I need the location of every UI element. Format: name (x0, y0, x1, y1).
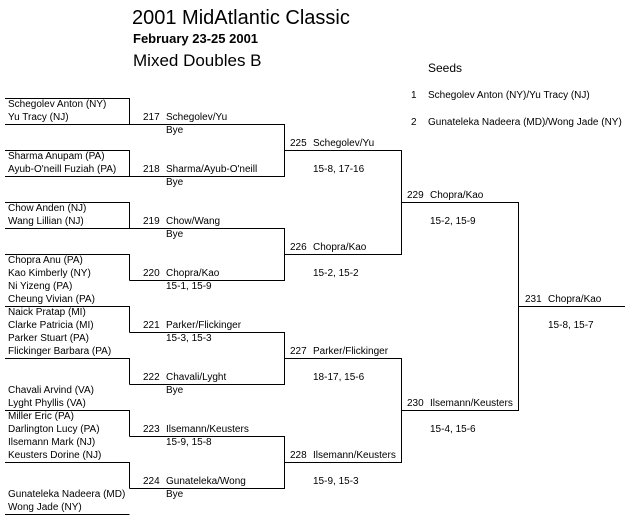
entry-player: Yu Tracy (NJ) (8, 112, 69, 123)
entry-player: Keusters Dorine (NJ) (8, 450, 102, 461)
r3-bracket-229 (401, 150, 519, 255)
event-name: Mixed Doubles B (133, 51, 262, 70)
match-winner: Ilsemann/Keusters (313, 450, 396, 461)
r1-bracket-219 (5, 202, 285, 229)
entry-player: Chopra Anu (PA) (8, 255, 83, 266)
entry-player: Gunateleka Nadeera (MD) (8, 489, 126, 500)
match-score: 15-1, 15-9 (166, 281, 212, 292)
entry-player: Wong Jade (NY) (8, 502, 82, 513)
match-number: 220 (143, 268, 160, 279)
r2-bracket-226 (284, 228, 402, 281)
match-score: Bye (166, 229, 184, 240)
match-winner: Chopra/Kao (166, 268, 220, 279)
match-winner: Chopra/Kao (313, 242, 367, 253)
entry-player: Schegolev Anton (NY) (8, 99, 107, 110)
seed-number: 2 (411, 117, 417, 128)
match-score: 15-8, 15-7 (548, 320, 594, 331)
entry-player: Parker Stuart (PA) (8, 333, 89, 344)
match-winner: Parker/Flickinger (166, 320, 242, 331)
match-number: 219 (143, 216, 160, 227)
match-score: Bye (166, 177, 184, 188)
seed-name: Gunateleka Nadeera (MD)/Wong Jade (NY) (428, 117, 622, 128)
entry-player: Cheung Vivian (PA) (8, 294, 95, 305)
entry-player: Naick Pratap (MI) (8, 307, 86, 318)
match-winner: Chavali/Lyght (166, 372, 227, 383)
match-score: 15-4, 15-6 (430, 424, 476, 435)
match-number: 228 (290, 450, 307, 461)
match-number: 231 (525, 294, 542, 305)
match-winner: Schegolev/Yu (166, 112, 228, 123)
match-number: 227 (290, 346, 307, 357)
match-number: 226 (290, 242, 307, 253)
final-bracket-231 (518, 202, 625, 411)
seeds-heading: Seeds (428, 61, 463, 75)
match-winner: Ilsemann/Keusters (430, 398, 513, 409)
match-number: 217 (143, 112, 160, 123)
entry-player: Flickinger Barbara (PA) (8, 346, 112, 357)
match-score: Bye (166, 385, 184, 396)
match-winner: Schegolev/Yu (313, 138, 375, 149)
entry-player: Chavali Arvind (VA) (8, 385, 94, 396)
match-number: 229 (407, 190, 424, 201)
match-score: 15-9, 15-3 (313, 476, 359, 487)
match-winner: Parker/Flickinger (313, 346, 389, 357)
event-date: February 23-25 2001 (133, 31, 259, 46)
match-winner: Ilsemann/Keusters (166, 424, 249, 435)
r2-bracket-228 (284, 436, 402, 489)
match-score: 15-3, 15-3 (166, 333, 212, 344)
match-number: 230 (407, 398, 424, 409)
match-winner: Gunateleka/Wong (166, 476, 246, 487)
page-title: 2001 MidAtlantic Classic (132, 7, 350, 29)
match-number: 225 (290, 138, 307, 149)
r1-bracket-224 (5, 462, 285, 515)
match-winner: Sharma/Ayub-O'neill (166, 164, 258, 175)
match-number: 222 (143, 372, 160, 383)
entry-player: Miller Eric (PA) (8, 411, 74, 422)
r3-bracket-230 (401, 358, 519, 463)
entry-player: Wang Lillian (NJ) (8, 216, 84, 227)
match-winner: Chopra/Kao (430, 190, 484, 201)
r1-bracket-217 (5, 98, 285, 125)
entry-player: Sharma Anupam (PA) (8, 151, 105, 162)
r2-bracket-225 (284, 124, 402, 177)
match-score: Bye (166, 489, 184, 500)
r1-bracket-218 (5, 150, 285, 177)
match-number: 218 (143, 164, 160, 175)
entry-player: Ilsemann Mark (NJ) (8, 437, 96, 448)
entry-player: Darlington Lucy (PA) (8, 424, 100, 435)
entry-player: Kao Kimberly (NY) (8, 268, 91, 279)
r2-bracket-227 (284, 332, 402, 385)
match-winner: Chow/Wang (166, 216, 221, 227)
match-score: 15-8, 17-16 (313, 164, 365, 175)
match-score: 15-9, 15-8 (166, 437, 212, 448)
match-number: 223 (143, 424, 160, 435)
entry-player: Clarke Patricia (MI) (8, 320, 94, 331)
match-score: Bye (166, 125, 184, 136)
match-number: 221 (143, 320, 160, 331)
entry-player: Ayub-O'neill Fuziah (PA) (8, 164, 117, 175)
entry-player: Chow Anden (NJ) (8, 203, 87, 214)
match-score: 15-2, 15-9 (430, 216, 476, 227)
entry-player: Ni Yizeng (PA) (8, 281, 73, 292)
match-winner: Chopra/Kao (548, 294, 602, 305)
match-score: 18-17, 15-6 (313, 372, 365, 383)
entry-player: Lyght Phyllis (VA) (8, 398, 86, 409)
match-number: 224 (143, 476, 160, 487)
match-score: 15-2, 15-2 (313, 268, 359, 279)
seed-name: Schegolev Anton (NY)/Yu Tracy (NJ) (428, 90, 590, 101)
seed-number: 1 (411, 90, 417, 101)
